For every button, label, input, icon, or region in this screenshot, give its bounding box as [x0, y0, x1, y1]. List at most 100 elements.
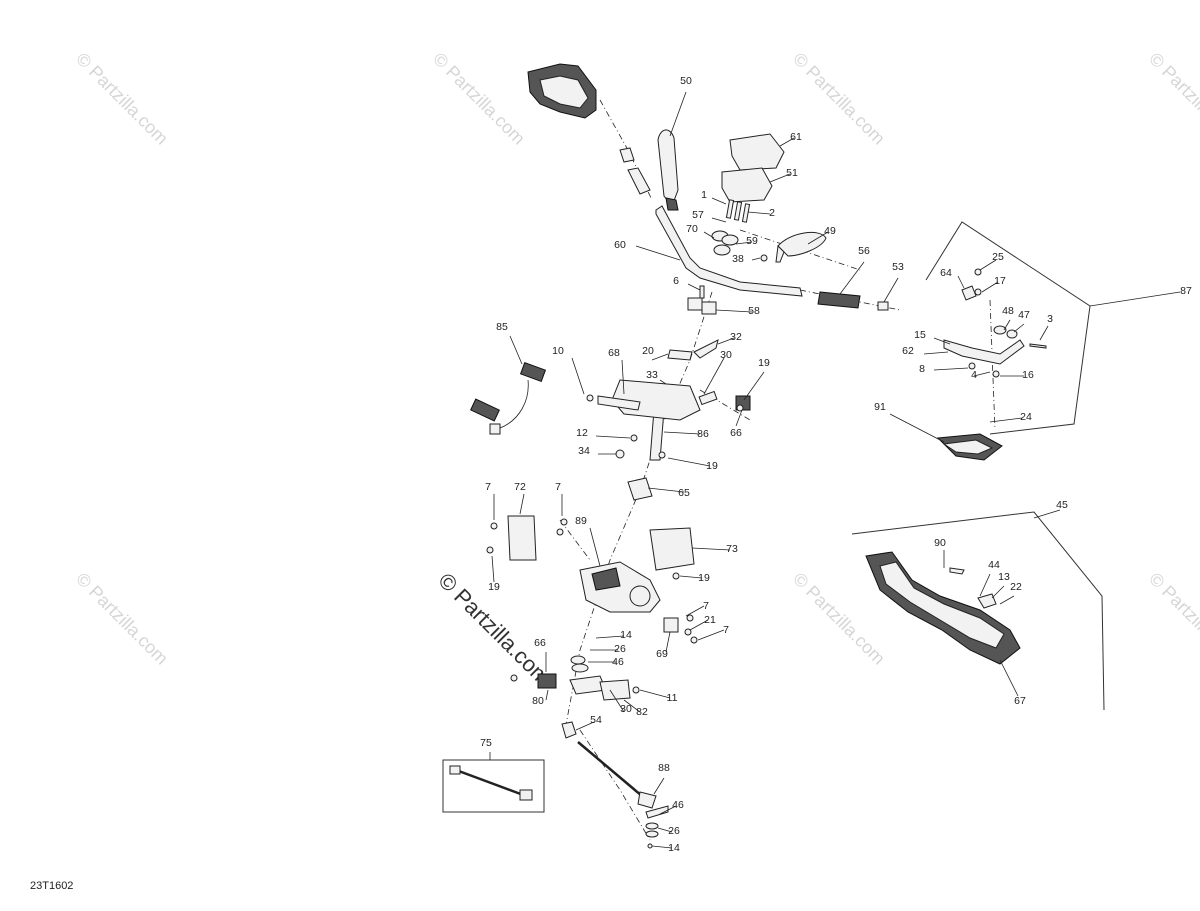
callout-21: 21 — [704, 614, 716, 626]
leader-line — [933, 367, 969, 371]
leader-line — [687, 283, 701, 291]
leader-line — [883, 277, 899, 303]
callout-59: 59 — [746, 235, 758, 247]
leader-line — [691, 547, 731, 551]
watermark: © Partzilla.com — [1145, 49, 1200, 149]
callout-17: 17 — [994, 275, 1006, 287]
leader-line — [747, 211, 771, 215]
leader-line — [545, 689, 549, 701]
callout-13: 13 — [998, 571, 1010, 583]
leader-line — [667, 457, 711, 467]
leader-line — [715, 309, 753, 313]
leader-line — [679, 575, 703, 579]
watermark: © Partzilla.com — [72, 569, 172, 669]
handguard-91 — [936, 433, 1003, 461]
leader-line — [711, 197, 727, 205]
leader-line — [779, 137, 795, 147]
callout-7: 7 — [485, 481, 491, 493]
callout-30: 30 — [620, 703, 632, 715]
leader-line — [743, 371, 765, 401]
callout-73: 73 — [726, 543, 738, 555]
boot-65 — [627, 477, 653, 501]
callout-67: 67 — [1014, 695, 1026, 707]
callout-16: 16 — [1022, 369, 1034, 381]
leader-line — [703, 231, 715, 239]
leader-line — [697, 629, 725, 641]
leader-line — [639, 689, 671, 699]
leader-line — [509, 335, 523, 365]
callout-25: 25 — [992, 251, 1004, 263]
callout-30: 30 — [720, 349, 732, 361]
leader-line — [659, 379, 667, 385]
leader-line — [519, 493, 525, 515]
leader-line — [711, 217, 727, 223]
callout-3: 3 — [1047, 313, 1053, 325]
leader-line — [685, 605, 705, 617]
watermark: © Partzilla.com — [72, 49, 172, 149]
leader-line — [647, 487, 685, 493]
callout-47: 47 — [1018, 309, 1030, 321]
callout-80: 80 — [532, 695, 544, 707]
callout-1: 1 — [701, 189, 707, 201]
callout-64: 64 — [940, 267, 952, 279]
callout-34: 34 — [578, 445, 590, 457]
callout-58: 58 — [748, 305, 760, 317]
leader-line — [689, 619, 709, 631]
leader-line — [651, 845, 673, 849]
callout-51: 51 — [786, 167, 798, 179]
mirror-49 — [775, 231, 827, 263]
callout-82: 82 — [636, 706, 648, 718]
leader-line — [623, 699, 641, 713]
leader-line — [769, 173, 791, 183]
leader-line — [979, 259, 997, 271]
callout-19: 19 — [488, 581, 500, 593]
leader-line — [979, 573, 991, 597]
column-hardware — [586, 390, 751, 459]
callout-50: 50 — [680, 75, 692, 87]
leader-line — [669, 91, 687, 137]
watermark: © Partzilla.com — [789, 569, 889, 669]
callout-90: 90 — [934, 537, 946, 549]
callout-53: 53 — [892, 261, 904, 273]
leader-line — [651, 353, 669, 361]
leader-line — [1039, 325, 1049, 341]
riser-58 — [687, 285, 717, 315]
leader-line — [717, 337, 735, 345]
callout-60: 60 — [614, 239, 626, 251]
leader-line — [989, 417, 1023, 423]
ps-unit-89 — [579, 561, 661, 613]
callout-91: 91 — [874, 401, 886, 413]
callout-24: 24 — [1020, 411, 1032, 423]
leader-line — [1089, 291, 1181, 307]
cover-73 — [649, 527, 695, 580]
leader-line — [703, 357, 725, 395]
leader-line — [575, 721, 595, 731]
callout-70: 70 — [686, 223, 698, 235]
callout-75: 75 — [480, 737, 492, 749]
leader-line — [653, 777, 665, 795]
leader-line — [589, 527, 601, 567]
callout-38: 38 — [732, 253, 744, 265]
leader-line — [621, 359, 625, 395]
leader-line — [839, 261, 865, 295]
callout-49: 49 — [824, 225, 836, 237]
leader-line — [735, 241, 753, 245]
callout-26: 26 — [668, 825, 680, 837]
leader-line — [1033, 509, 1061, 519]
callout-62: 62 — [902, 345, 914, 357]
watermark: © Partzilla.com — [1145, 569, 1200, 669]
callout-19: 19 — [758, 357, 770, 369]
callout-86: 86 — [697, 428, 709, 440]
grip-left — [619, 147, 651, 195]
leader-line — [657, 827, 673, 833]
harness-85 — [470, 361, 547, 435]
leader-line — [571, 357, 585, 395]
callout-20: 20 — [642, 345, 654, 357]
leader-line — [991, 585, 1005, 599]
callout-46: 46 — [612, 656, 624, 668]
leader-line — [889, 413, 945, 443]
callout-11: 11 — [667, 692, 678, 704]
callout-57: 57 — [692, 209, 704, 221]
callout-10: 10 — [552, 345, 564, 357]
